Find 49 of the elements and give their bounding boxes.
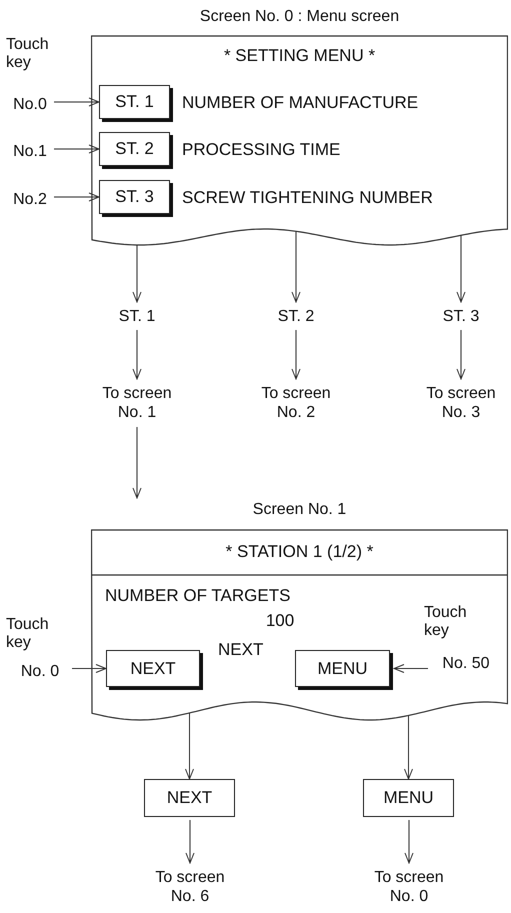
field-name: NUMBER OF TARGETS (105, 586, 290, 605)
touch-key-button: ST. 1 (99, 85, 170, 119)
arrow (292, 330, 300, 380)
flow-label: No.1 (8, 140, 52, 162)
arrow (456, 234, 466, 302)
touch-key-button: MENU (295, 650, 390, 687)
touch-key-button: ST. 2 (99, 132, 170, 166)
arrow (132, 330, 142, 380)
screen-title: Screen No. 0 : Menu screen (198, 7, 400, 26)
caption-text: Touch key (424, 604, 468, 640)
arrow (394, 664, 428, 673)
arrow (404, 820, 414, 864)
arrow (72, 664, 106, 673)
flow-label: To screen No. 2 (251, 382, 341, 424)
key-box: MENU (363, 779, 454, 817)
caption-text: Touch key (6, 36, 50, 72)
arrow (185, 712, 194, 780)
flow-label: No.0 (8, 93, 52, 115)
arrow (54, 144, 100, 154)
arrow (54, 98, 100, 106)
flow-label: No.2 (8, 188, 52, 210)
caption-text: Touch key (6, 616, 50, 652)
field-value: 100 (264, 611, 296, 630)
arrow (404, 714, 413, 780)
touch-key-button: ST. 3 (99, 180, 170, 214)
flow-label: No. 50 (430, 651, 502, 675)
screen-heading: * SETTING MENU * (222, 46, 376, 65)
arrow (54, 192, 100, 202)
arrow (292, 230, 300, 302)
menu-item-text: NUMBER OF MANUFACTURE (182, 93, 418, 112)
flow-label: ST. 2 (266, 305, 326, 327)
flow-label: ST. 3 (431, 305, 491, 327)
flow-label: To screen No. 0 (364, 866, 454, 908)
menu-item-text: PROCESSING TIME (182, 140, 340, 159)
arrow (132, 426, 142, 498)
flow-label: To screen No. 3 (416, 382, 506, 424)
screen-text: NEXT (218, 640, 264, 659)
key-box: NEXT (144, 779, 235, 817)
flow-label: No. 0 (10, 660, 70, 682)
flow-label: To screen No. 6 (145, 866, 235, 908)
menu-item-text: SCREW TIGHTENING NUMBER (182, 188, 433, 207)
flow-label: ST. 1 (107, 305, 167, 327)
touch-key-button: NEXT (106, 650, 200, 687)
flow-label: To screen No. 1 (92, 382, 182, 424)
screen-title: Screen No. 1 (252, 500, 348, 519)
screen-heading: * STATION 1 (1/2) * (224, 542, 374, 561)
arrow (456, 330, 466, 380)
arrow (186, 820, 194, 864)
arrow (132, 244, 142, 302)
